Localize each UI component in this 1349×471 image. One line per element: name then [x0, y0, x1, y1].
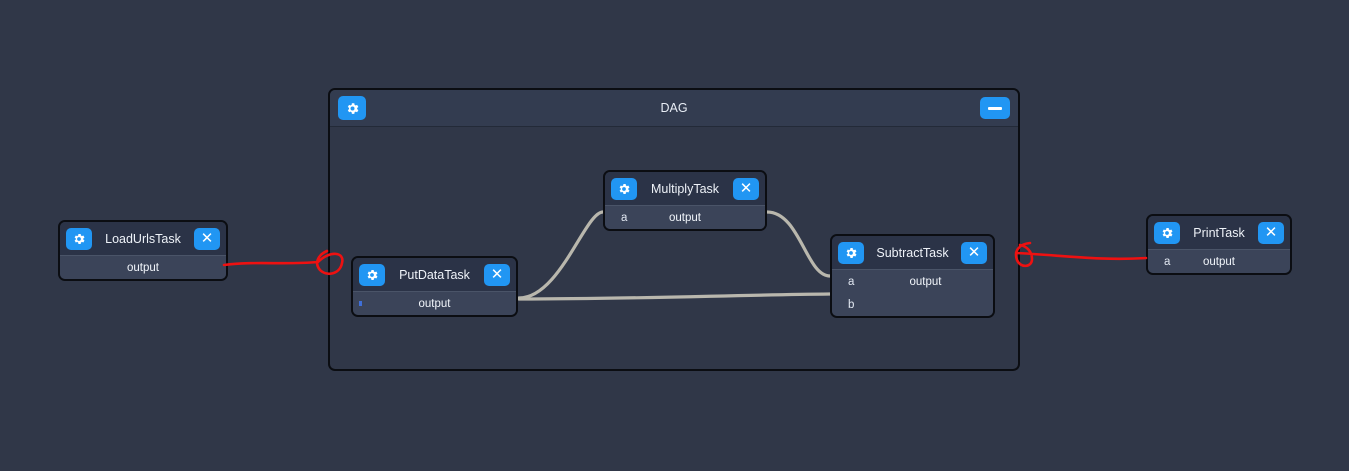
port-row[interactable]: b — [832, 293, 993, 316]
node-title: PrintTask — [1193, 225, 1245, 240]
node-load-urls-task[interactable]: LoadUrlsTask ✕ output — [58, 220, 228, 281]
node-subtract-task[interactable]: SubtractTask ✕ a output b — [830, 234, 995, 318]
port-row[interactable]: a output — [832, 270, 993, 293]
gear-icon — [72, 232, 86, 246]
close-icon: ✕ — [200, 230, 214, 247]
port-output[interactable]: output — [418, 297, 451, 310]
port-row[interactable]: a output — [1148, 250, 1290, 273]
group-header[interactable]: DAG — [330, 90, 1018, 127]
port-input-a[interactable]: a — [1164, 255, 1171, 268]
node-settings-button[interactable] — [838, 241, 864, 264]
node-title: PutDataTask — [399, 267, 470, 282]
group-settings-button[interactable] — [338, 96, 366, 120]
node-close-button[interactable]: ✕ — [961, 241, 987, 264]
gear-icon — [365, 268, 379, 282]
annotation-left-loop — [222, 249, 344, 276]
port-row[interactable]: a output — [605, 206, 765, 229]
node-settings-button[interactable] — [1154, 221, 1180, 244]
port-output[interactable]: output — [1203, 255, 1235, 268]
node-header[interactable]: SubtractTask ✕ — [832, 236, 993, 269]
close-icon: ✕ — [1264, 224, 1278, 241]
node-multiply-task[interactable]: MultiplyTask ✕ a output — [603, 170, 767, 231]
node-ports: a output — [605, 205, 765, 229]
node-header[interactable]: MultiplyTask ✕ — [605, 172, 765, 205]
gear-icon — [844, 246, 858, 260]
node-settings-button[interactable] — [611, 177, 637, 200]
group-minimize-button[interactable] — [980, 97, 1010, 119]
node-header[interactable]: PutDataTask ✕ — [353, 258, 516, 291]
node-close-button[interactable]: ✕ — [1258, 221, 1284, 244]
port-output[interactable]: output — [127, 261, 159, 274]
port-marker-icon — [359, 301, 362, 306]
close-icon: ✕ — [967, 244, 981, 261]
port-input-a[interactable]: a — [848, 275, 855, 288]
node-put-data-task[interactable]: PutDataTask ✕ output — [351, 256, 518, 317]
node-ports: output — [353, 291, 516, 315]
node-print-task[interactable]: PrintTask ✕ a output — [1146, 214, 1292, 275]
node-header[interactable]: PrintTask ✕ — [1148, 216, 1290, 249]
node-close-button[interactable]: ✕ — [484, 263, 510, 286]
node-header[interactable]: LoadUrlsTask ✕ — [60, 222, 226, 255]
node-title: SubtractTask — [876, 245, 949, 260]
close-icon: ✕ — [739, 180, 753, 197]
close-icon: ✕ — [490, 266, 504, 283]
node-close-button[interactable]: ✕ — [733, 177, 759, 200]
minus-icon — [988, 106, 1002, 110]
node-ports: a output — [1148, 249, 1290, 273]
port-row[interactable]: output — [60, 256, 226, 279]
node-settings-button[interactable] — [66, 227, 92, 250]
port-row[interactable]: output — [353, 292, 516, 315]
port-output[interactable]: output — [909, 275, 942, 288]
node-ports: a output b — [832, 269, 993, 316]
node-settings-button[interactable] — [359, 263, 385, 286]
node-title: MultiplyTask — [650, 181, 720, 196]
node-title: LoadUrlsTask — [105, 231, 181, 246]
port-output[interactable]: output — [669, 211, 701, 224]
port-input-a[interactable]: a — [621, 211, 628, 224]
group-title: DAG — [660, 101, 688, 115]
node-ports: output — [60, 255, 226, 279]
port-input-b[interactable]: b — [848, 298, 855, 311]
annotation-right-loop — [1014, 241, 1148, 268]
gear-icon — [617, 182, 631, 196]
node-close-button[interactable]: ✕ — [194, 227, 220, 250]
gear-icon — [345, 101, 360, 116]
gear-icon — [1160, 226, 1174, 240]
